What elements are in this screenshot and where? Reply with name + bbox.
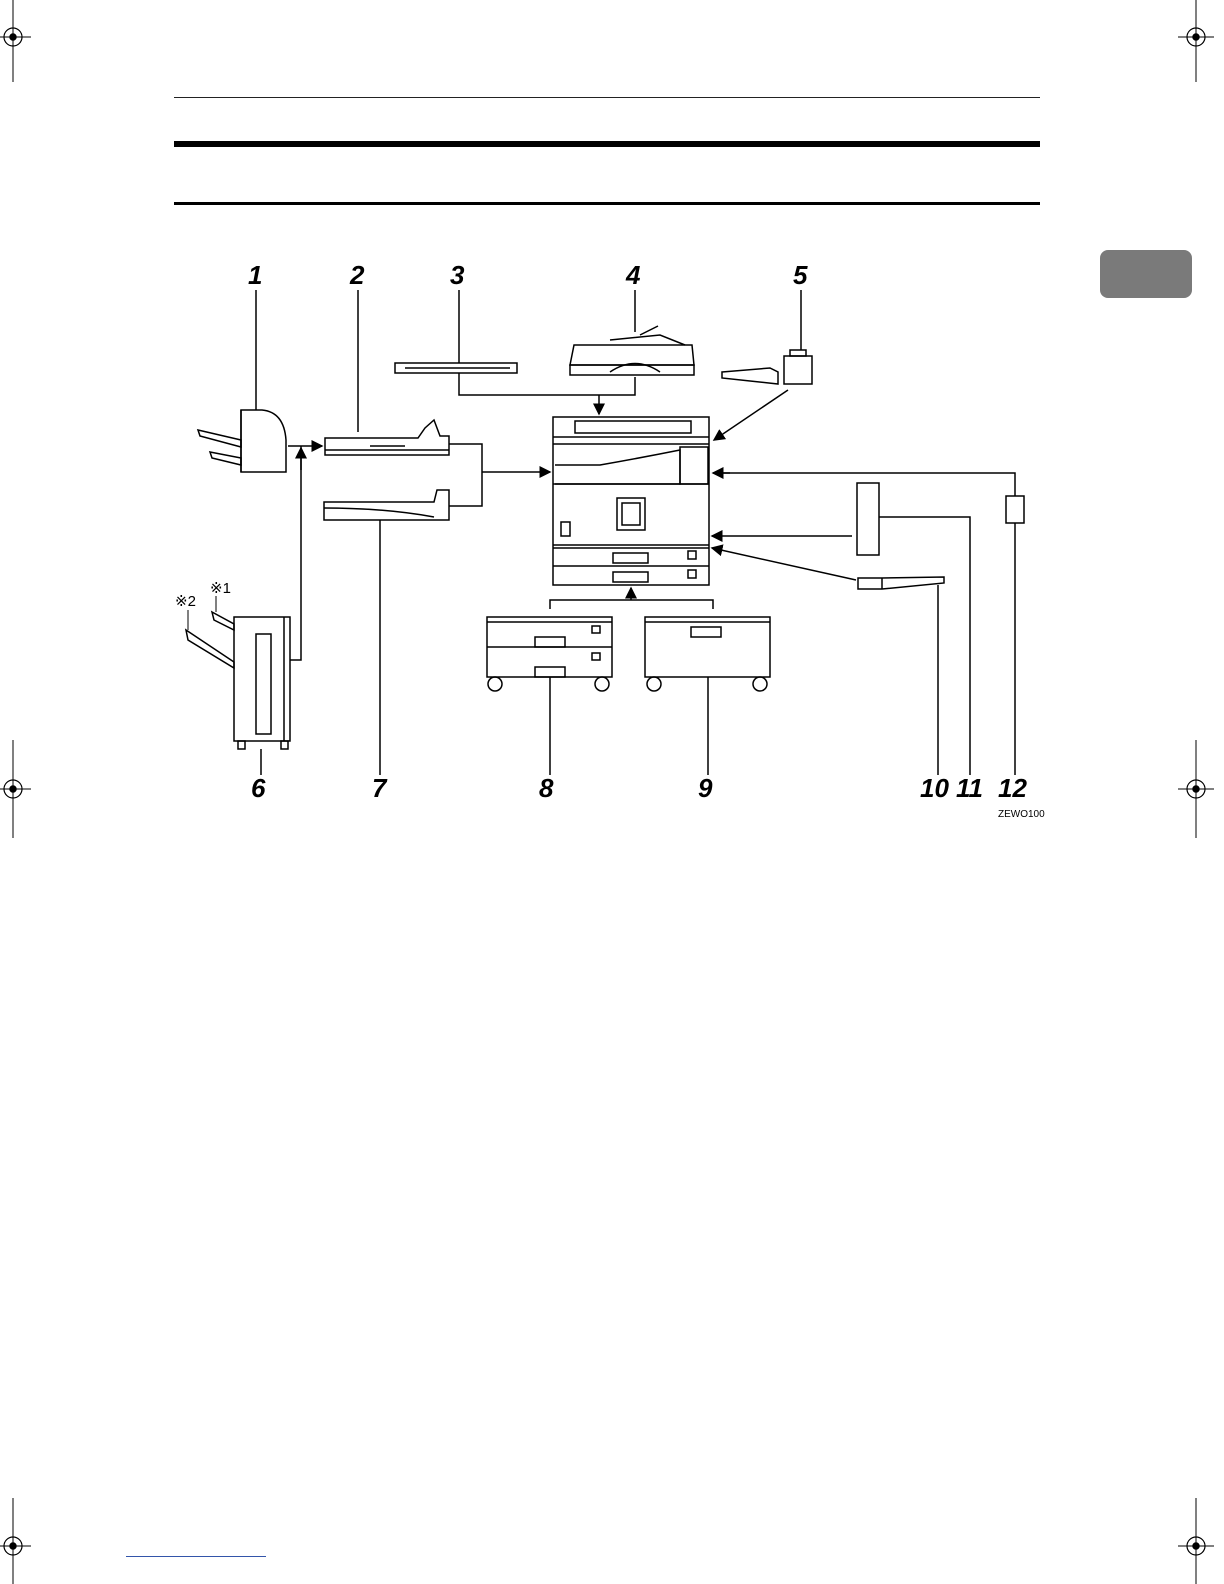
- option-3-illustration: [395, 290, 517, 373]
- callout-3: 3: [450, 260, 465, 290]
- callout-5: 5: [793, 260, 808, 290]
- option-8-illustration: [487, 617, 612, 775]
- note-1: ※1: [210, 580, 231, 597]
- registration-mark-top-right: [1178, 0, 1214, 82]
- callout-10: 10: [920, 773, 949, 803]
- connector-5: [714, 390, 788, 440]
- option-10-illustration: [712, 548, 944, 775]
- option-9-illustration: [645, 617, 770, 775]
- registration-mark-mid-right: [1178, 740, 1214, 838]
- callout-4: 4: [625, 260, 641, 290]
- callout-12: 12: [998, 773, 1027, 803]
- connector-8-9: [550, 588, 713, 609]
- option-7-illustration: [324, 490, 449, 775]
- callout-11: 11: [956, 773, 983, 803]
- main-unit-illustration: [553, 417, 709, 585]
- callout-9: 9: [698, 773, 713, 803]
- option-4-illustration: [570, 290, 694, 375]
- option-11-illustration: [712, 483, 970, 775]
- note-2: ※2: [175, 593, 196, 610]
- connector-3-4: [459, 373, 635, 414]
- connector-2-7: [449, 444, 550, 506]
- image-code: ZEWO100: [998, 809, 1045, 820]
- callout-2: 2: [349, 260, 365, 290]
- option-12-illustration: [713, 473, 1024, 775]
- callout-1: 1: [248, 260, 262, 290]
- callout-7: 7: [372, 773, 388, 803]
- option-1-illustration: [198, 290, 286, 472]
- option-5-illustration: [722, 290, 812, 384]
- option-6-illustration: [186, 446, 301, 775]
- registration-mark-bottom-right: [1178, 1498, 1214, 1584]
- registration-mark-mid-left: [0, 740, 31, 838]
- registration-mark-bottom-left: [0, 1498, 31, 1584]
- registration-mark-top-left: [0, 0, 31, 82]
- callout-6: 6: [251, 773, 266, 803]
- callout-8: 8: [539, 773, 554, 803]
